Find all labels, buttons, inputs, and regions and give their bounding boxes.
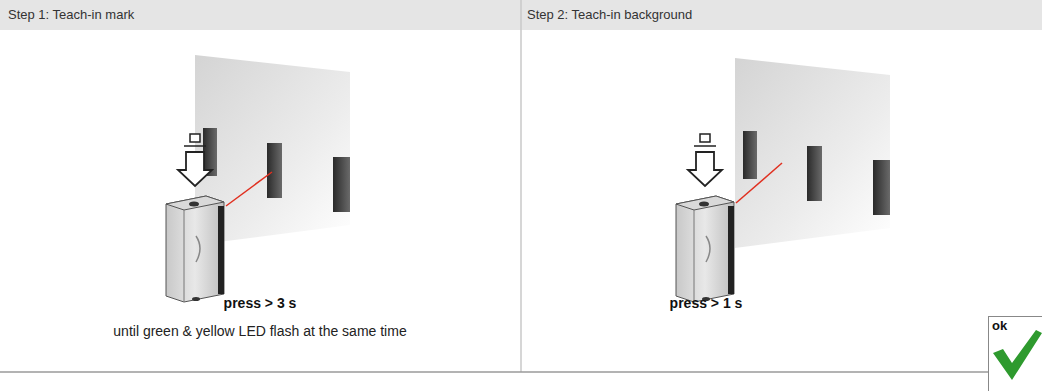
instruction-text: until green & yellow LED flash at the sa… [113,323,406,339]
instruction-text: press > 1 s [670,295,743,311]
step-panel: Step 1: Teach-in mark press > 3 s until gr… [0,0,521,372]
step-heading: Step 1: Teach-in mark [8,7,134,22]
step-heading: Step 2: Teach-in background [527,7,692,22]
ok-badge: ok [989,317,1042,391]
step-panel: Step 2: Teach-in background press > 1 s [521,0,1042,372]
ok-text: ok [992,318,1007,333]
instruction-text: press > 3 s [224,295,297,311]
